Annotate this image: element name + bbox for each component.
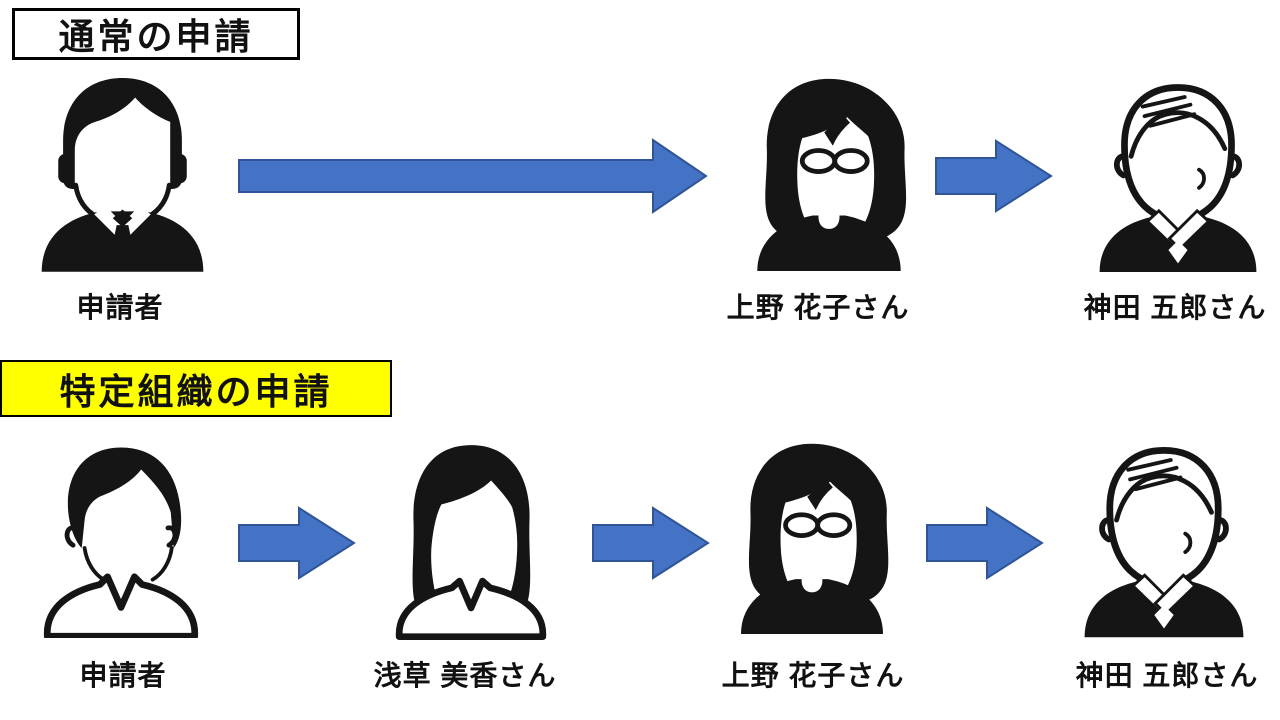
elder-man-sweater-icon	[1084, 446, 1244, 638]
section-title-special: 特定組織の申請	[0, 360, 392, 417]
person-label-ueno-special: 上野 花子さん	[721, 660, 905, 691]
person-label-ueno-normal: 上野 花子さん	[726, 292, 910, 323]
person-label-applicant-normal: 申請者	[76, 292, 164, 323]
person-label-kanda-special: 神田 五郎さん	[1075, 660, 1259, 691]
young-man-casual-icon	[43, 447, 199, 638]
woman-glasses-bob-icon	[741, 443, 889, 634]
person-label-asakusa-special: 浅草 美香さん	[373, 660, 557, 691]
flow-arrow-icon	[592, 506, 710, 580]
flow-arrow-icon	[935, 139, 1053, 213]
flow-arrow-icon	[238, 506, 356, 580]
woman-glasses-bob-icon	[757, 78, 907, 271]
person-label-kanda-normal: 神田 五郎さん	[1083, 292, 1267, 323]
flow-arrow-icon	[926, 506, 1044, 580]
elder-man-sweater-icon	[1099, 84, 1257, 272]
woman-long-hair-icon	[395, 445, 547, 641]
flow-arrow-long-icon	[238, 138, 708, 214]
businessman-suit-icon	[41, 78, 204, 272]
section-title-normal: 通常の申請	[12, 8, 300, 60]
person-label-applicant-special: 申請者	[79, 660, 167, 691]
